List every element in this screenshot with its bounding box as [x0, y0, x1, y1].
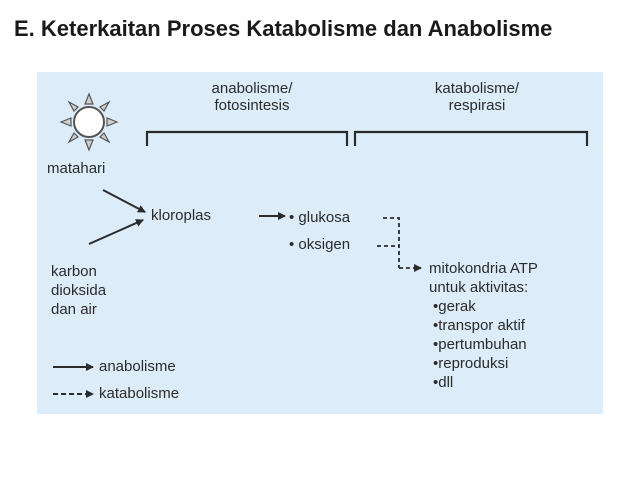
- activity-item: •dll: [433, 374, 454, 391]
- activity-item: •gerak: [433, 298, 476, 315]
- diagram-panel: anabolisme/ fotosintesis katabolisme/ re…: [37, 72, 603, 414]
- label-karbon-dioksida-air: karbon dioksida dan air: [51, 262, 106, 319]
- mito-line1: mitokondria ATP: [429, 260, 538, 277]
- activity-item: •transpor aktif: [433, 317, 525, 334]
- label-glukosa: • glukosa: [289, 209, 351, 226]
- input-line1: karbon: [51, 263, 97, 280]
- sun-icon: [59, 92, 119, 152]
- header-anabolisme: anabolisme/ fotosintesis: [177, 80, 327, 114]
- arrow-matahari-kloroplas: [102, 189, 146, 213]
- bracket-katabolisme: [353, 130, 589, 146]
- activity-item: •reproduksi: [433, 355, 509, 372]
- activity-item: •pertumbuhan: [433, 336, 527, 353]
- legend-anabolisme: anabolisme: [99, 358, 176, 375]
- label-matahari: matahari: [47, 160, 106, 177]
- header-katabolisme-line2: respirasi: [448, 97, 506, 114]
- input-line3: dan air: [51, 301, 97, 318]
- header-anabolisme-line2: fotosintesis: [214, 97, 290, 114]
- diagram-lines: [53, 92, 589, 398]
- header-katabolisme-line1: katabolisme/: [434, 80, 520, 97]
- label-mitokondria: mitokondria ATP untuk aktivitas: •gerak …: [429, 259, 538, 392]
- legend-katabolisme: katabolisme: [99, 385, 180, 402]
- arrow-karbon-kloroplas: [88, 219, 144, 245]
- header-katabolisme: katabolisme/ respirasi: [397, 80, 557, 114]
- label-oksigen: • oksigen: [289, 236, 351, 253]
- label-kloroplas: kloroplas: [151, 207, 212, 224]
- bracket-anabolisme: [145, 130, 349, 146]
- mito-line2: untuk aktivitas:: [429, 279, 529, 296]
- slide-title: E. Keterkaitan Proses Katabolisme dan An…: [14, 16, 553, 41]
- dashed-connector: [377, 217, 400, 268]
- header-anabolisme-line1: anabolisme/: [211, 80, 293, 97]
- input-line2: dioksida: [51, 282, 107, 299]
